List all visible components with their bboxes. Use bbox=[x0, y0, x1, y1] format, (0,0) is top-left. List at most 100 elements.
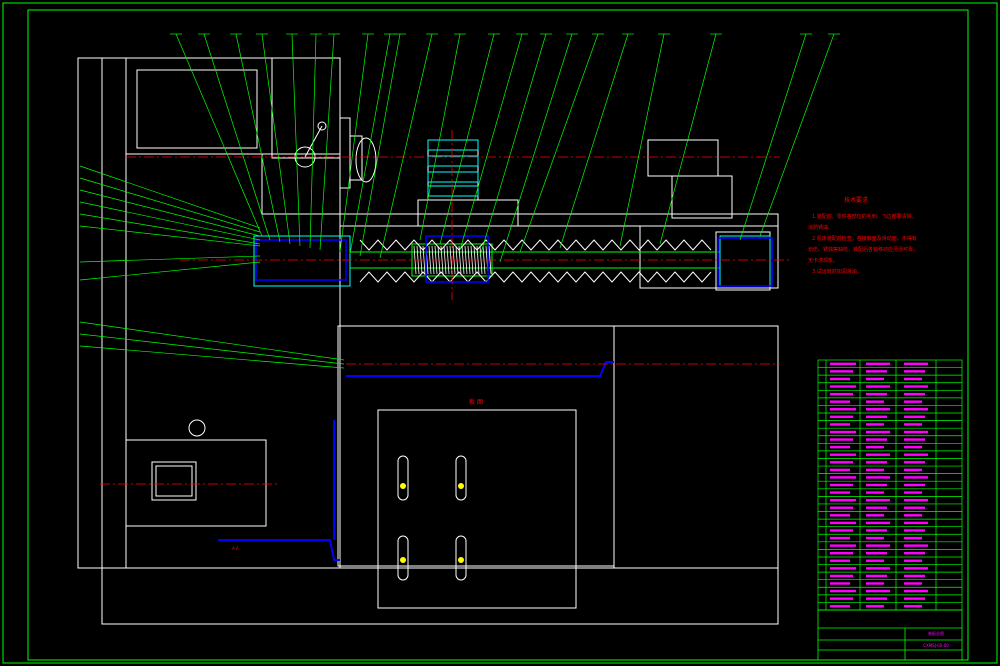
lathe-outline bbox=[77, 57, 779, 625]
leader-line bbox=[79, 255, 261, 263]
drawing-number: CXMSJ-00-00 bbox=[923, 643, 949, 648]
leader-line bbox=[79, 225, 261, 247]
bom-cell-text bbox=[830, 438, 853, 441]
leader-line bbox=[79, 189, 261, 237]
thread-line bbox=[446, 245, 450, 275]
bom-cell-text bbox=[866, 483, 887, 487]
bom-cell-text bbox=[830, 582, 850, 585]
bom-cell-text bbox=[830, 385, 856, 388]
bom-cell-text bbox=[904, 551, 925, 555]
bom-cell-text bbox=[904, 461, 925, 464]
leader-line bbox=[659, 33, 717, 245]
bom-cell-text bbox=[904, 438, 925, 441]
bom-cell-text bbox=[866, 551, 887, 555]
bom-cell-text bbox=[866, 461, 887, 464]
slot-centers bbox=[400, 483, 464, 563]
bom-cell-text bbox=[866, 430, 890, 434]
bom-cell-text bbox=[904, 468, 922, 472]
bom-cell-text bbox=[866, 498, 890, 502]
leader-line bbox=[79, 201, 261, 241]
note-line: 涂防锈油。 bbox=[808, 224, 833, 231]
bom-cell-text bbox=[830, 589, 856, 593]
leader-line bbox=[261, 33, 291, 245]
leader-line bbox=[79, 261, 261, 281]
note-line: 划伤、锈蚀等缺陷，装配后各轴移动应灵活可靠， bbox=[808, 246, 918, 253]
bom-cell-text bbox=[830, 370, 853, 373]
bom-cell-text bbox=[904, 430, 928, 434]
bom-cell-text bbox=[904, 491, 922, 494]
bom-cell-text bbox=[830, 377, 850, 381]
bom-cell-text bbox=[904, 362, 928, 365]
leader-line bbox=[459, 33, 523, 251]
bom-cell-text bbox=[866, 536, 884, 540]
bom-cell-text bbox=[866, 491, 884, 494]
bom-cell-text bbox=[904, 453, 928, 456]
inner-frame bbox=[27, 9, 969, 661]
bom-cell-text bbox=[866, 370, 887, 373]
bom-cell-text bbox=[830, 468, 850, 472]
leader-line bbox=[349, 33, 391, 255]
headstock-detail bbox=[253, 139, 771, 287]
bom-cell-text bbox=[904, 574, 925, 578]
bom-cell-text bbox=[904, 582, 922, 585]
leader-line bbox=[79, 321, 345, 361]
thread-line bbox=[464, 245, 468, 275]
bom-cell-text bbox=[904, 377, 922, 381]
bom-cell-text bbox=[904, 392, 925, 396]
bom-cell-text bbox=[830, 521, 856, 525]
leader-line bbox=[559, 33, 629, 249]
bom-cell-text bbox=[830, 400, 850, 403]
thread-line bbox=[482, 245, 486, 275]
leader-line bbox=[291, 33, 301, 247]
leader-line bbox=[519, 33, 599, 253]
section-label: A-A bbox=[232, 546, 239, 551]
leader-line bbox=[79, 177, 261, 233]
bom-cell-text bbox=[830, 445, 850, 449]
bom-cell-text bbox=[830, 597, 853, 600]
bom-cell-text bbox=[904, 514, 922, 517]
chip-tray-slots bbox=[397, 455, 467, 581]
notes-heading: 技术要求 bbox=[844, 196, 868, 204]
leader-line bbox=[79, 345, 345, 369]
leader-line bbox=[319, 33, 335, 251]
leader-line bbox=[479, 33, 547, 257]
bom-cell-text bbox=[904, 415, 925, 419]
bom-cell-text bbox=[866, 476, 890, 479]
leader-line bbox=[759, 33, 835, 237]
bom-cell-text bbox=[866, 544, 890, 547]
leader-line bbox=[79, 165, 261, 229]
bom-cell-text bbox=[904, 385, 928, 388]
bom-cell-text bbox=[830, 506, 853, 509]
bom-cell-text bbox=[904, 370, 925, 373]
view-label: 板 图 bbox=[469, 398, 483, 406]
bom-cell-text bbox=[830, 567, 856, 570]
leader-line bbox=[379, 33, 433, 259]
leader-line bbox=[499, 33, 573, 263]
bom-cell-text bbox=[904, 445, 922, 449]
leader-line bbox=[175, 33, 263, 237]
drawing-name: 装配总图 bbox=[928, 630, 944, 636]
bom-cell-text bbox=[866, 415, 887, 419]
leader-line bbox=[339, 33, 369, 253]
bom-cell-text bbox=[830, 461, 853, 464]
bom-cell-text bbox=[830, 514, 850, 517]
bom-cell-text bbox=[830, 392, 853, 396]
bom-cell-text bbox=[904, 605, 922, 608]
bom-cell-text bbox=[830, 574, 853, 578]
bom-cell-text bbox=[904, 483, 925, 487]
bom-cell-text bbox=[830, 423, 850, 426]
bom-cell-text bbox=[866, 529, 887, 532]
note-line: 无卡滞现象。 bbox=[808, 257, 838, 264]
blue-channel bbox=[218, 235, 773, 561]
bom-cell-text bbox=[866, 423, 884, 426]
bom-cell-text bbox=[866, 392, 887, 396]
note-line: 2.机床装配前检查，各接触面及滑动面，不得有 bbox=[812, 235, 917, 242]
bom-cell-text bbox=[830, 498, 856, 502]
leader-line bbox=[203, 33, 271, 241]
bom-table bbox=[817, 359, 963, 611]
bellows-lower bbox=[359, 271, 712, 283]
bom-cell-text bbox=[830, 559, 850, 562]
note-line: 3.试运转前加润滑油。 bbox=[812, 268, 862, 275]
bom-cell-text bbox=[904, 521, 928, 525]
bom-cell-text bbox=[866, 574, 887, 578]
